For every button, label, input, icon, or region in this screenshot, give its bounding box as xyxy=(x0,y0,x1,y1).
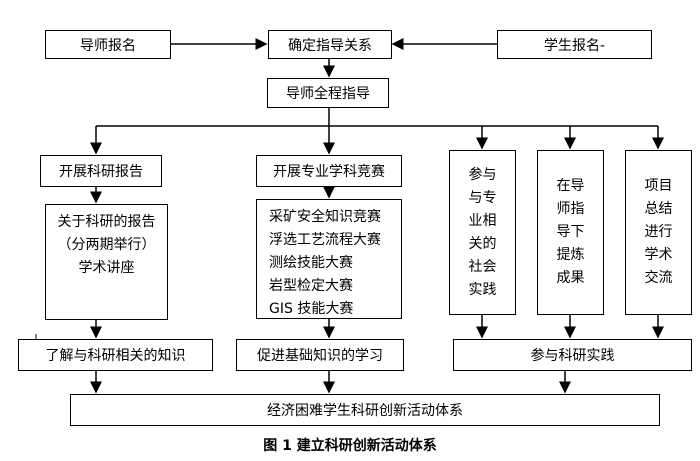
confirm-relation-label: 确定指导关系 xyxy=(288,37,372,54)
figure-caption: 图 1 建立科研创新活动体系 xyxy=(263,438,437,454)
learn-knowledge-label: 了解与科研相关的知识 xyxy=(45,348,186,364)
advisor-signup-label: 导师报名 xyxy=(80,37,136,54)
competition-item: 浮选工艺流程大赛 xyxy=(269,232,381,248)
system-label: 经济困难学生科研创新活动体系 xyxy=(267,403,463,419)
competition-item: 采矿安全知识竞赛 xyxy=(269,209,381,225)
guided-results-label: 在导师指导下提炼成果 xyxy=(556,178,585,286)
social-practice-box: 参与与专业相关的社会实践 xyxy=(449,150,516,315)
student-signup-label: 学生报名- xyxy=(543,37,606,54)
competition-item: GIS 技能大赛 xyxy=(269,301,354,317)
project-summary-box: 项目总结进行学术交流 xyxy=(625,150,692,315)
promote-learning-box: 促进基础知识的学习 xyxy=(236,339,404,371)
advisor-signup-box: 导师报名 xyxy=(45,30,171,59)
system-box: 经济困难学生科研创新活动体系 xyxy=(70,394,660,426)
guided-results-box: 在导师指导下提炼成果 xyxy=(537,150,604,315)
participate-research-label: 参与科研实践 xyxy=(530,348,615,364)
learn-knowledge-box: 了解与科研相关的知识 xyxy=(18,339,213,371)
advisor-guidance-box: 导师全程指导 xyxy=(267,78,389,108)
competition-items-box: 采矿安全知识竞赛 浮选工艺流程大赛 测绘技能大赛 岩型检定大赛 GIS 技能大赛 xyxy=(256,199,402,319)
competition-label: 开展专业学科竞赛 xyxy=(273,164,385,180)
project-summary-label: 项目总结进行学术交流 xyxy=(644,178,673,286)
advisor-guidance-label: 导师全程指导 xyxy=(286,86,370,102)
competition-box: 开展专业学科竞赛 xyxy=(256,155,402,187)
research-report-box: 开展科研报告 xyxy=(40,155,162,187)
report-detail-box: 关于科研的报告（分两期举行）学术讲座 xyxy=(45,204,168,320)
student-signup-box: 学生报名- xyxy=(497,30,652,59)
confirm-relation-box: 确定指导关系 xyxy=(268,30,392,59)
report-detail-label: 关于科研的报告（分两期举行）学术讲座 xyxy=(57,214,156,276)
promote-learning-label: 促进基础知识的学习 xyxy=(257,348,383,364)
competition-item: 岩型检定大赛 xyxy=(269,278,353,294)
competition-item: 测绘技能大赛 xyxy=(269,255,353,271)
participate-research-box: 参与科研实践 xyxy=(453,339,692,371)
research-report-label: 开展科研报告 xyxy=(59,164,143,180)
social-practice-label: 参与与专业相关的社会实践 xyxy=(468,166,497,298)
